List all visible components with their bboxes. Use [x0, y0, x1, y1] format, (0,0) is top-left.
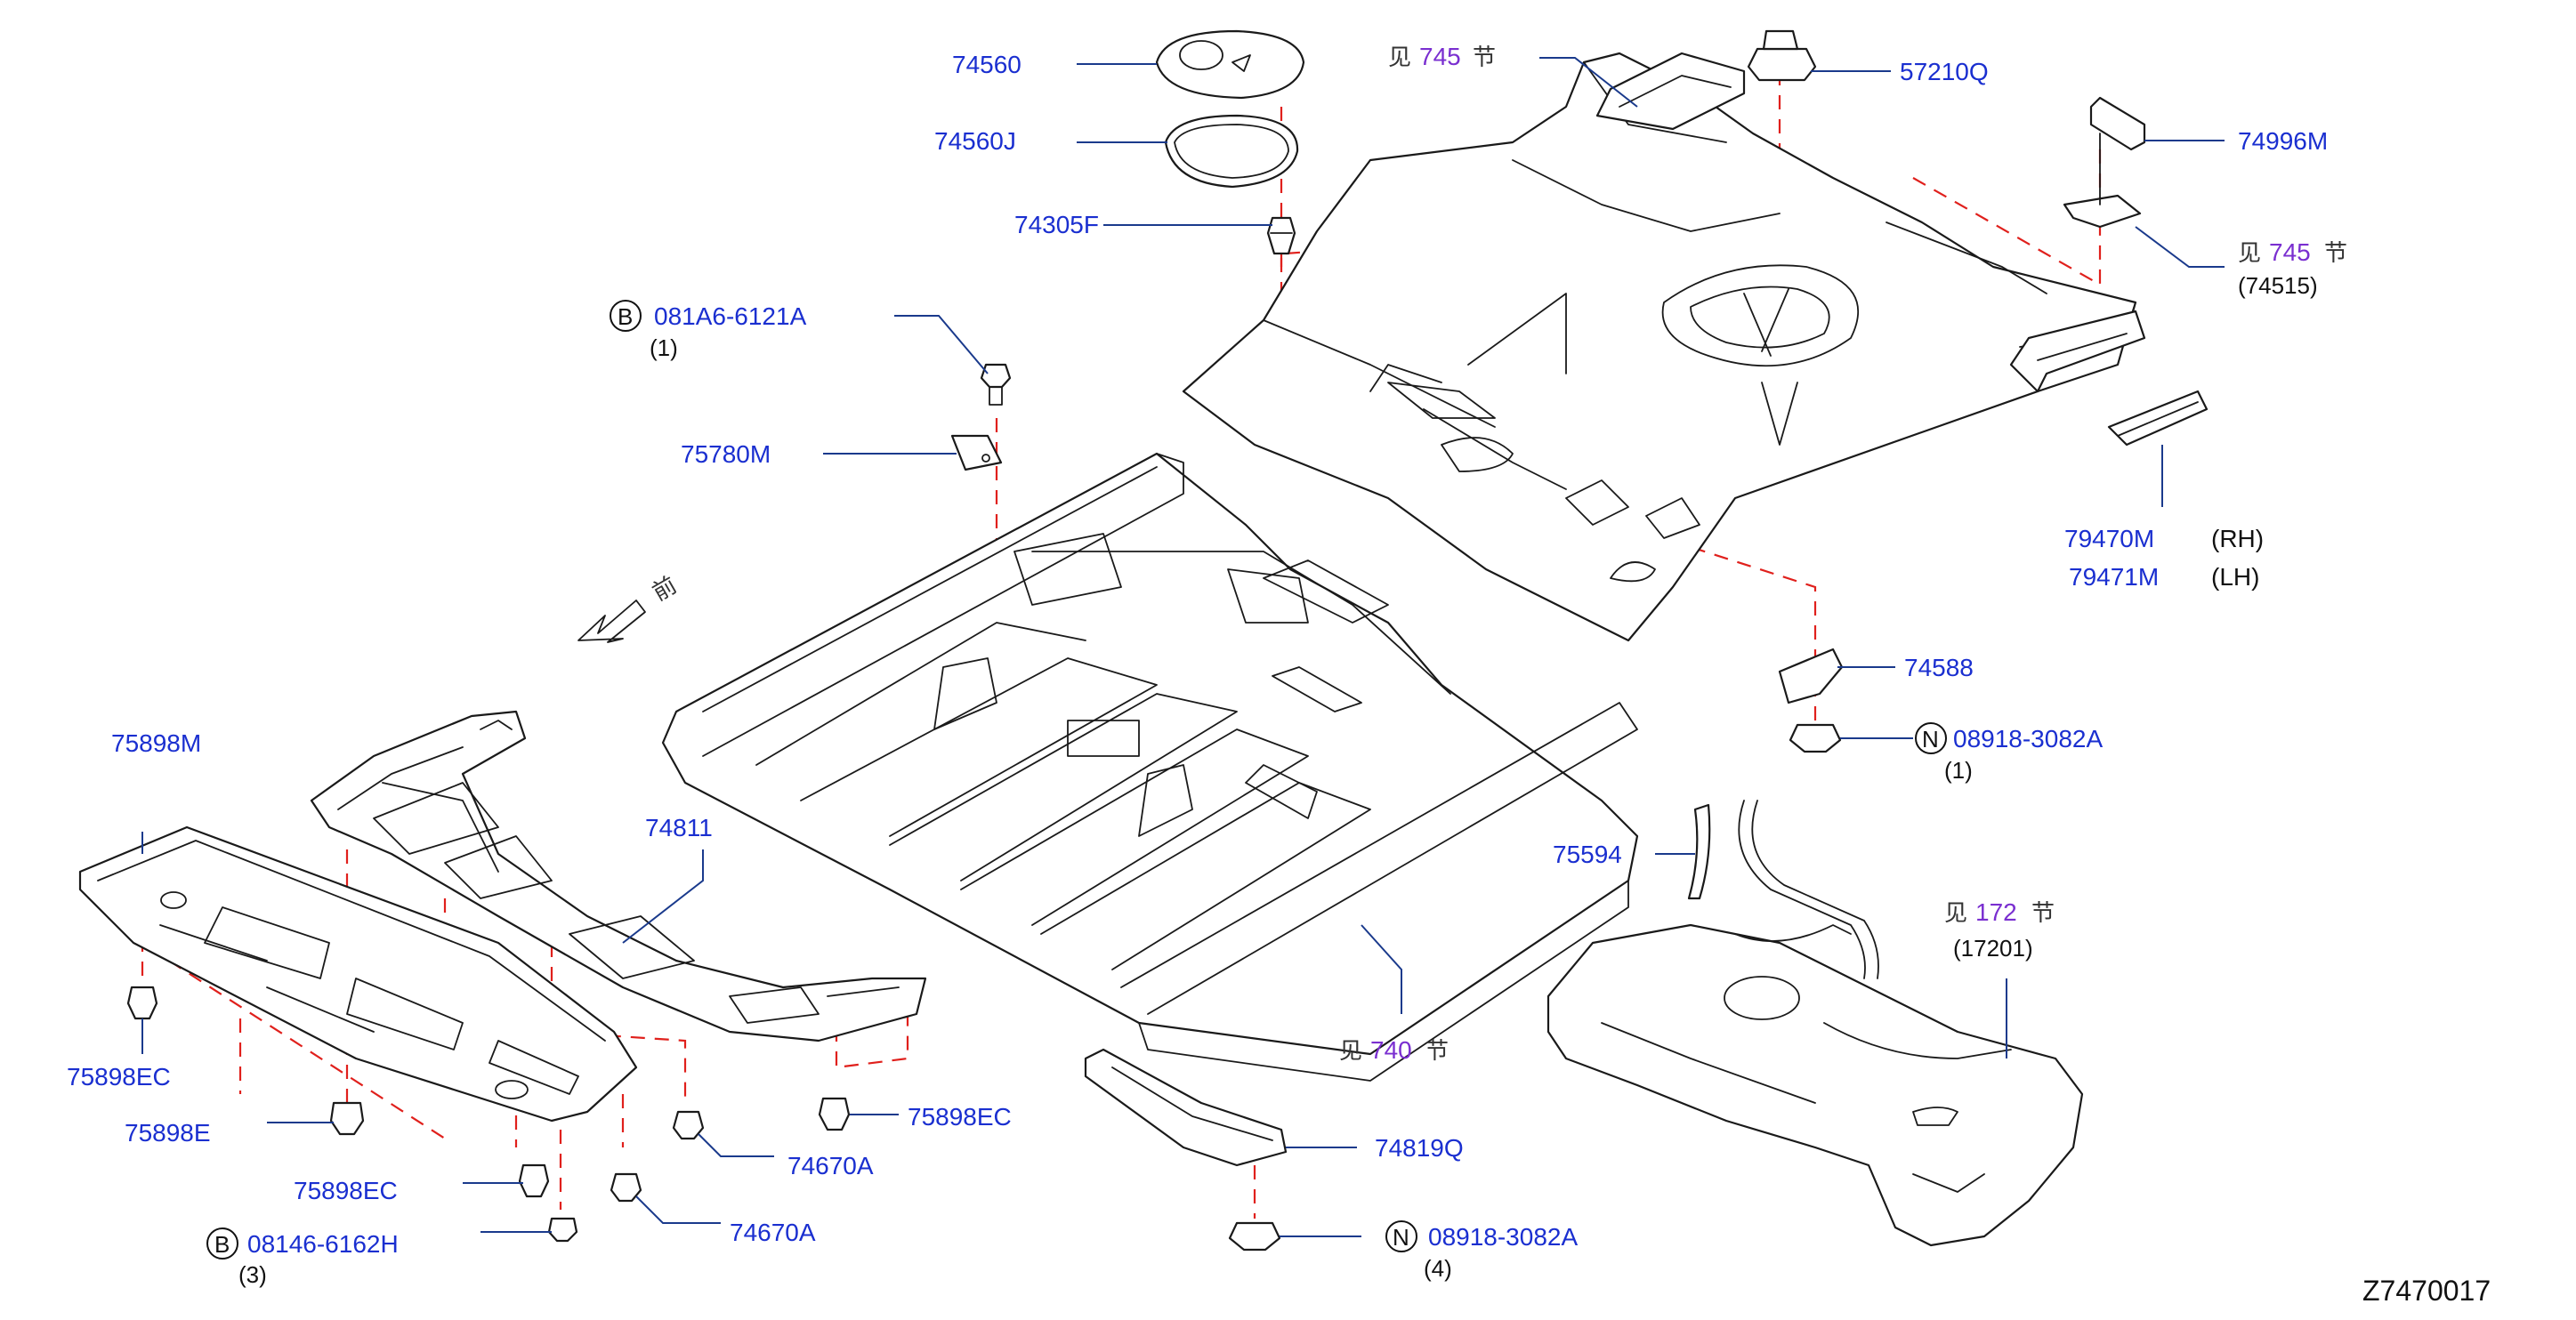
- section-ref-right[interactable]: 745: [2269, 238, 2311, 266]
- qty-081A6: (1): [650, 334, 678, 361]
- badge-b1: [610, 300, 642, 332]
- section-word-top: 节: [1473, 44, 1496, 71]
- front-arrow: [577, 600, 646, 643]
- label-74811[interactable]: 74811: [645, 814, 713, 841]
- label-79471M[interactable]: 79471M: [2069, 563, 2159, 591]
- label-75594[interactable]: 75594: [1553, 841, 1622, 868]
- label-74670A-2[interactable]: 74670A: [730, 1219, 816, 1246]
- part-labels: 74560 74560J 74305F B 081A6-6121A (1) 75…: [67, 43, 2491, 1307]
- label-74560J[interactable]: 74560J: [934, 127, 1016, 155]
- rear-side-member-right: [2009, 310, 2146, 393]
- label-74588[interactable]: 74588: [1904, 654, 1974, 681]
- label-75780M[interactable]: 75780M: [681, 440, 771, 468]
- label-rh: (RH): [2211, 525, 2264, 552]
- qty-08918-upper: (1): [1944, 757, 1973, 784]
- section-word-tank: 节: [2031, 900, 2055, 927]
- bolt-08146: [547, 1217, 578, 1243]
- section-word-right: 节: [2324, 240, 2347, 267]
- see-word-right: 见: [2238, 240, 2261, 267]
- label-74560[interactable]: 74560: [952, 51, 1022, 78]
- label-17201: (17201): [1953, 935, 2033, 962]
- label-79470M[interactable]: 79470M: [2064, 525, 2154, 552]
- label-08146-6162H[interactable]: 08146-6162H: [247, 1230, 399, 1258]
- leader-lines: [141, 57, 2225, 1237]
- qty-08146: (3): [238, 1261, 267, 1288]
- section-ref-floor[interactable]: 740: [1370, 1036, 1412, 1064]
- grommet-57210Q: [1747, 29, 1817, 82]
- section-ref-top[interactable]: 745: [1419, 43, 1461, 70]
- section-ref-tank[interactable]: 172: [1975, 898, 2017, 926]
- front-label: 前: [648, 572, 682, 607]
- label-08918-3082A-upper[interactable]: 08918-3082A: [1953, 725, 2103, 753]
- seal-74560J: [1164, 114, 1299, 189]
- fuel-tank: [1546, 923, 2084, 1247]
- label-75898EC-left[interactable]: 75898EC: [67, 1063, 171, 1091]
- label-75898M[interactable]: 75898M: [111, 729, 201, 757]
- protector-75594: [1687, 803, 1711, 900]
- badge-n1-text: N: [1922, 726, 1939, 753]
- bolt-74670A-1: [672, 1110, 705, 1140]
- badge-b1-text: B: [618, 303, 633, 330]
- rear-side-member-top: [1595, 52, 1746, 131]
- rear-floor-panel: [1182, 52, 2137, 642]
- bracket-74588: [1778, 648, 1844, 704]
- badge-b2-text: B: [214, 1231, 230, 1258]
- label-57210Q[interactable]: 57210Q: [1900, 58, 1989, 85]
- qty-08918-lower: (4): [1424, 1255, 1452, 1282]
- nut-08918-upper: [1789, 723, 1842, 753]
- badge-b2: [206, 1227, 238, 1260]
- label-74819Q[interactable]: 74819Q: [1375, 1134, 1464, 1162]
- filler-pipe: [1738, 800, 1879, 979]
- front-floor-panel: [661, 452, 1639, 1082]
- undercover-74811: [310, 710, 927, 1042]
- label-75898EC-mid[interactable]: 75898EC: [294, 1177, 398, 1204]
- trim-79470M: [2107, 390, 2209, 447]
- see-word-floor: 见: [1339, 1038, 1362, 1065]
- badge-n2: [1385, 1220, 1417, 1252]
- clip-75898E: [329, 1101, 365, 1136]
- badge-n2-text: N: [1393, 1224, 1409, 1251]
- label-75898EC-right[interactable]: 75898EC: [908, 1103, 1012, 1131]
- see-word-top: 见: [1388, 44, 1411, 71]
- clip-75898EC-mid: [518, 1163, 550, 1198]
- clip-75898EC-left: [126, 986, 158, 1020]
- label-75898E[interactable]: 75898E: [125, 1119, 211, 1147]
- label-74515: (74515): [2238, 272, 2318, 299]
- clip-74305F: [1266, 216, 1296, 255]
- label-74670A-1[interactable]: 74670A: [787, 1152, 874, 1179]
- plug-74560: [1155, 29, 1305, 100]
- diagram-code: Z7470017: [2362, 1275, 2491, 1307]
- bolt-081A6: [980, 363, 1012, 406]
- section-word-floor: 节: [1425, 1038, 1449, 1065]
- label-lh: (LH): [2211, 563, 2259, 591]
- bracket-74819Q: [1084, 1048, 1288, 1167]
- clip-75898EC-right: [818, 1097, 851, 1131]
- bracket-75780M: [950, 434, 1003, 471]
- undercover-75898M: [78, 825, 638, 1123]
- bracket-74996M: [2063, 96, 2146, 229]
- nut-08918-lower: [1228, 1221, 1281, 1252]
- bolt-74670A-2: [610, 1172, 642, 1203]
- see-word-tank: 见: [1944, 900, 1967, 927]
- label-74996M[interactable]: 74996M: [2238, 127, 2328, 155]
- badge-n1: [1915, 722, 1947, 754]
- label-74305F[interactable]: 74305F: [1014, 211, 1099, 238]
- label-08918-3082A-lower[interactable]: 08918-3082A: [1428, 1223, 1578, 1251]
- label-081A6-6121A[interactable]: 081A6-6121A: [654, 302, 807, 330]
